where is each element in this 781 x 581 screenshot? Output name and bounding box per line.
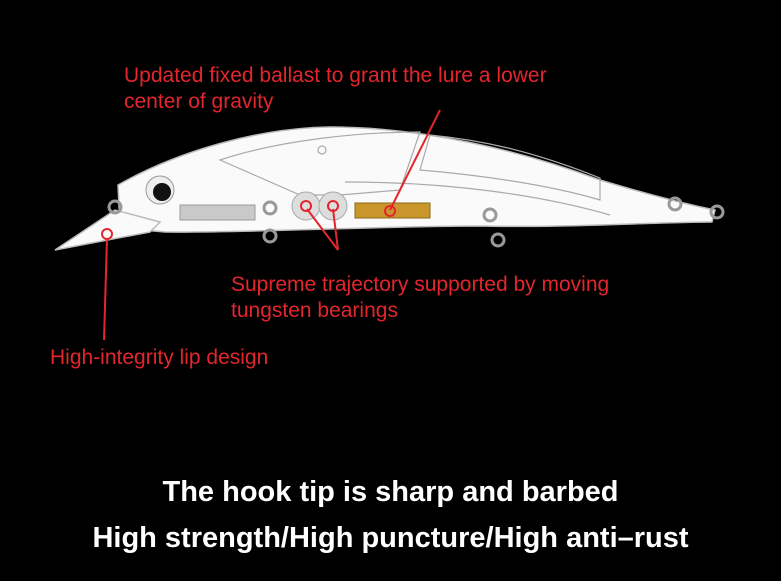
caption-line1: The hook tip is sharp and barbed	[162, 476, 619, 508]
callout-ballast-line1: Updated fixed ballast to grant the lure …	[124, 64, 547, 87]
callout-lines	[101, 109, 441, 341]
rear-weight	[179, 204, 256, 221]
eye-pupil	[153, 183, 171, 201]
callout-ballast-line2: center of gravity	[124, 90, 274, 113]
callout-ballast: Updated fixed ballast to grant the lure …	[124, 63, 547, 115]
caption-line2: High strength/High puncture/High anti–ru…	[92, 522, 689, 554]
bearing-2	[318, 191, 348, 221]
callout-lip: High-integrity lip design	[50, 346, 269, 369]
callout-bearings-line1: Supreme trajectory supported by moving	[231, 273, 610, 296]
callout-bearings-line2: tungsten bearings	[231, 299, 398, 322]
bearing-1	[291, 191, 321, 221]
callout-bearings: Supreme trajectory supported by moving t…	[231, 272, 609, 324]
